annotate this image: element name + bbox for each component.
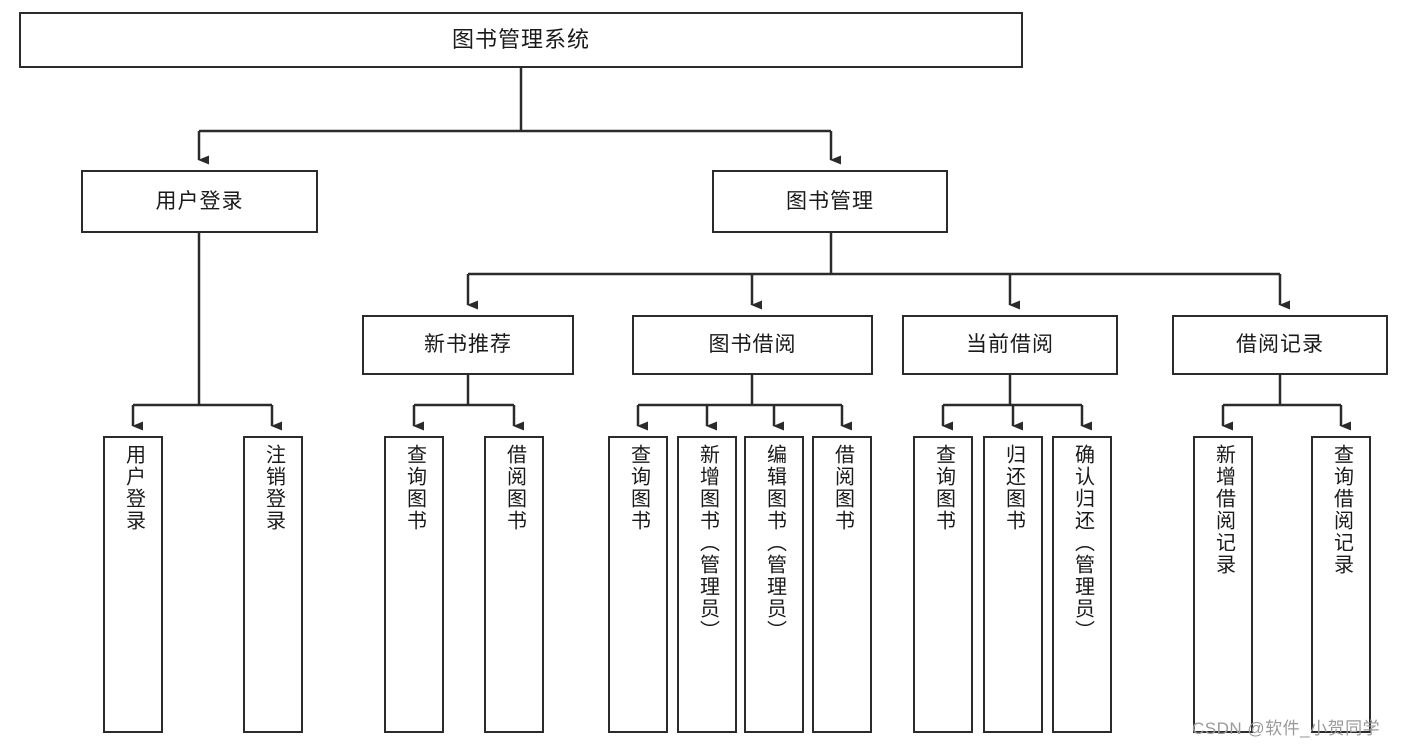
csdn-watermark: CSDN @软件_小贺同学	[1192, 719, 1381, 738]
leaf-current-borrow-confirm-return-admin[interactable]: 确认归还（管理员）	[1052, 436, 1112, 733]
leaf-label: 编辑图书（管理员）	[763, 444, 786, 642]
leaf-label: 借阅图书	[503, 444, 526, 532]
leaf-label: 查询图书	[403, 444, 426, 532]
leaf-user-login-logout[interactable]: 注销登录	[243, 436, 303, 733]
leaf-book-borrow-query-book[interactable]: 查询图书	[608, 436, 668, 733]
leaf-book-borrow-borrow-book[interactable]: 借阅图书	[812, 436, 872, 733]
leaf-book-borrow-add-book-admin[interactable]: 新增图书（管理员）	[677, 436, 737, 733]
node-book-borrow[interactable]: 图书借阅	[632, 315, 873, 375]
leaf-new-book-query-book[interactable]: 查询图书	[384, 436, 444, 733]
leaf-label: 借阅图书	[831, 444, 854, 532]
leaf-label: 用户登录	[122, 444, 145, 532]
leaf-label: 新增图书（管理员）	[696, 444, 719, 642]
leaf-book-borrow-edit-book-admin[interactable]: 编辑图书（管理员）	[744, 436, 804, 733]
node-borrow-records[interactable]: 借阅记录	[1172, 315, 1388, 375]
node-root-system[interactable]: 图书管理系统	[19, 12, 1023, 68]
leaf-current-borrow-return-book[interactable]: 归还图书	[983, 436, 1043, 733]
leaf-new-book-borrow-book[interactable]: 借阅图书	[484, 436, 544, 733]
leaf-label: 查询图书	[932, 444, 955, 532]
leaf-borrow-records-query-record[interactable]: 查询借阅记录	[1311, 436, 1371, 733]
node-new-book-recommend[interactable]: 新书推荐	[362, 315, 574, 375]
leaf-current-borrow-query-book[interactable]: 查询图书	[913, 436, 973, 733]
leaf-borrow-records-add-record[interactable]: 新增借阅记录	[1193, 436, 1253, 733]
leaf-user-login-login[interactable]: 用户登录	[103, 436, 163, 733]
node-current-borrow[interactable]: 当前借阅	[902, 315, 1118, 375]
leaf-label: 查询借阅记录	[1330, 444, 1353, 576]
leaf-label: 注销登录	[262, 444, 285, 532]
node-book-management[interactable]: 图书管理	[712, 170, 948, 233]
leaf-label: 归还图书	[1002, 444, 1025, 532]
leaf-label: 查询图书	[627, 444, 650, 532]
leaf-label: 确认归还（管理员）	[1071, 444, 1094, 642]
leaf-label: 新增借阅记录	[1212, 444, 1235, 576]
node-user-login[interactable]: 用户登录	[81, 170, 318, 233]
